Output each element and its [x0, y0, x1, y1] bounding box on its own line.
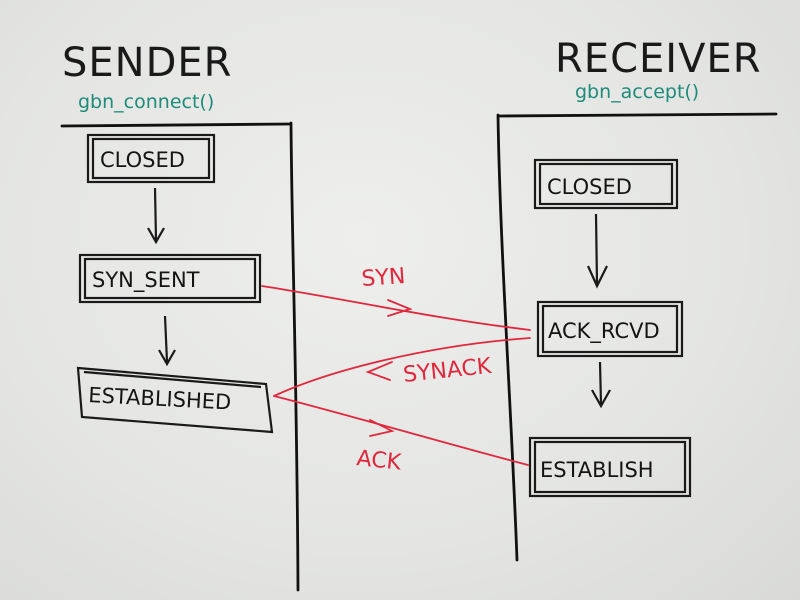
receiver-transition-arrow-2: [591, 361, 611, 409]
sender-transition-arrow-2: [158, 315, 176, 367]
receiver-state-closed-label: CLOSED: [547, 175, 632, 199]
message-ack-label: ACK: [355, 446, 402, 476]
receiver-state-ack-rcvd: ACK_RCVD: [536, 300, 684, 358]
receiver-state-establish: ESTABLISH: [528, 436, 692, 498]
receiver-lane-line: [496, 113, 519, 562]
receiver-transition-arrow-1: [586, 213, 608, 289]
receiver-state-establish-label: ESTABLISH: [540, 458, 654, 482]
sender-transition-arrow-1: [147, 187, 165, 245]
sender-state-established-label: ESTABLISHED: [88, 383, 232, 414]
sender-state-syn-sent: SYN_SENT: [78, 253, 262, 304]
message-synack-label: SYNACK: [402, 354, 493, 388]
sender-state-established: ESTABLISHED: [76, 366, 274, 434]
message-synack: SYNACK: [273, 337, 531, 397]
message-ack: ACK: [273, 395, 529, 476]
receiver-state-closed: CLOSED: [533, 158, 679, 210]
sender-state-closed: CLOSED: [86, 133, 216, 184]
receiver-title: RECEIVER: [555, 36, 762, 82]
sender-state-syn-sent-label: SYN_SENT: [92, 268, 200, 293]
sender-state-closed-label: CLOSED: [100, 148, 185, 172]
receiver-state-ack-rcvd-label: ACK_RCVD: [548, 319, 660, 344]
sender-function: gbn_connect(): [78, 91, 214, 113]
message-syn-label: SYN: [361, 264, 407, 292]
receiver-function: gbn_accept(): [575, 81, 699, 103]
sender-title: SENDER: [62, 40, 232, 86]
message-syn: SYN: [261, 264, 531, 331]
sender-lane-line: [289, 121, 300, 592]
sender-lane-top: [60, 122, 292, 128]
receiver-lane-top: [498, 112, 778, 118]
